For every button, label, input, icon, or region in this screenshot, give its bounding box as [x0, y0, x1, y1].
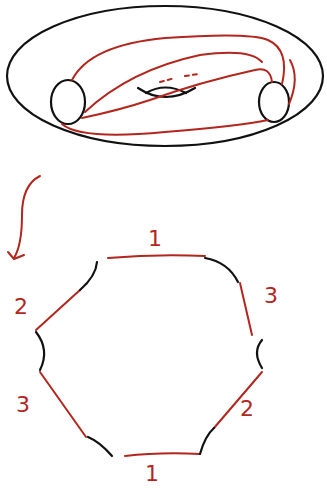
- hidden-curve: [160, 74, 198, 82]
- boundary-arc: [205, 258, 238, 282]
- edge-number: 2: [14, 296, 28, 318]
- cut-curve: [62, 120, 268, 135]
- boundary-arc: [88, 437, 112, 456]
- arrow-head: [8, 252, 24, 259]
- polygon-edge: [40, 372, 86, 437]
- boundary-arc: [257, 340, 262, 368]
- boundary-arc: [36, 332, 44, 370]
- boundary-circle: [259, 82, 289, 122]
- cut-curve: [289, 60, 295, 104]
- arrow: [14, 176, 40, 258]
- polygon-edge: [125, 453, 200, 456]
- polygon-edge: [36, 290, 80, 330]
- torus-outline: [7, 6, 323, 146]
- polygon-edge: [240, 283, 252, 335]
- polygon-edge: [108, 255, 205, 258]
- polygon-edge: [214, 372, 262, 428]
- edge-number: 2: [240, 398, 254, 420]
- edge-number: 3: [264, 285, 278, 307]
- boundary-arc: [200, 428, 214, 454]
- cut-curve: [85, 53, 262, 112]
- edge-number: 3: [16, 394, 30, 416]
- torus-hole: [138, 88, 195, 97]
- cut-curve: [82, 69, 272, 118]
- boundary-arc: [80, 262, 97, 290]
- boundary-circle: [51, 80, 85, 124]
- edge-number: 1: [148, 228, 162, 250]
- edge-number: 1: [145, 463, 159, 485]
